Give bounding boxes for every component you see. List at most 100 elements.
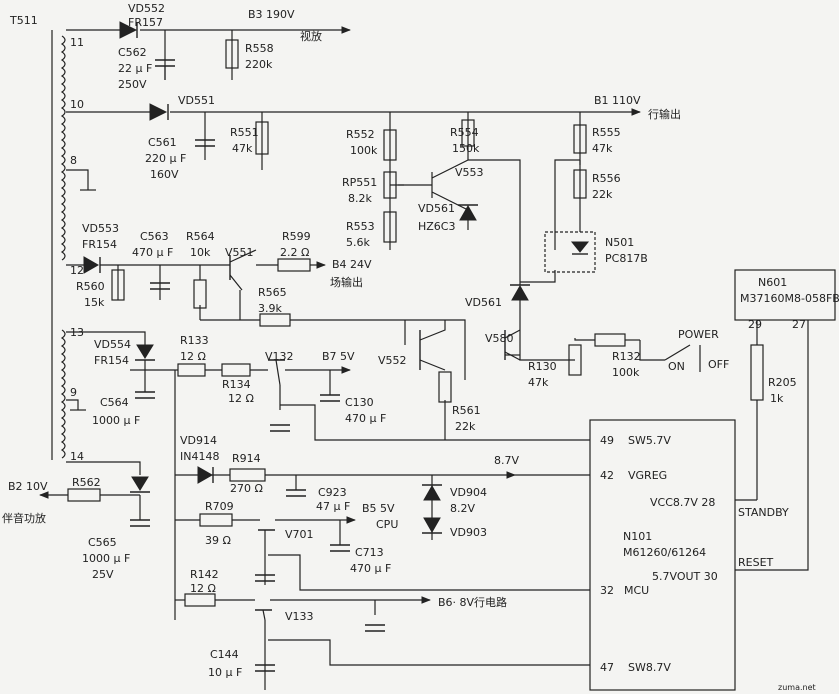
label-v580: V580	[485, 332, 514, 345]
label-sw87: SW8.7V	[628, 661, 671, 674]
label-standby: STANDBY	[738, 506, 789, 519]
label-v551: V551	[225, 246, 254, 259]
label-r560-v: 15k	[84, 296, 105, 309]
label-m37160: M37160M8-058FB	[740, 292, 839, 305]
label-v552: V552	[378, 354, 407, 367]
label-c564: C564	[100, 396, 129, 409]
label-fr154b: FR154	[94, 354, 129, 367]
label-r709-v: 39 Ω	[205, 534, 231, 547]
label-r599-v: 2.2 Ω	[280, 246, 309, 259]
label-shifang: 视放	[300, 29, 322, 43]
label-rp551: RP551	[342, 176, 377, 189]
label-b5: B5 5V	[362, 502, 395, 515]
label-r551-v: 47k	[232, 142, 253, 155]
label-b6: B6· 8V行电路	[438, 596, 507, 609]
label-c130-cap: 470 μ F	[345, 412, 386, 425]
transformer-t511: T511 11 10 8 12 13 9 14	[9, 14, 84, 463]
label-r133: R133	[180, 334, 209, 347]
label-r914: R914	[232, 452, 261, 465]
label-off: OFF	[708, 358, 729, 371]
label-r205: R205	[768, 376, 797, 389]
label-r553: R553	[346, 220, 375, 233]
label-fr154a: FR154	[82, 238, 117, 251]
label-c565-v: 25V	[92, 568, 114, 581]
label-n101: N101	[623, 530, 652, 543]
label-r205-v: 1k	[770, 392, 784, 405]
label-r558-v: 220k	[245, 58, 273, 71]
label-on: ON	[668, 360, 685, 373]
label-c713-cap: 470 μ F	[350, 562, 391, 575]
components	[67, 21, 836, 691]
label-r551: R551	[230, 126, 259, 139]
wiring	[39, 26, 809, 690]
label-r553-v: 5.6k	[346, 236, 370, 249]
label-c130: C130	[345, 396, 374, 409]
label-r134: R134	[222, 378, 251, 391]
label-vd914: VD914	[180, 434, 217, 447]
label-rp551-v: 8.2k	[348, 192, 372, 205]
label-fr157: FR157	[128, 16, 163, 29]
label-c561: C561	[148, 136, 177, 149]
label-cpu: CPU	[376, 518, 398, 531]
label-r565-v: 3.9k	[258, 302, 282, 315]
label-r564-v: 10k	[190, 246, 211, 259]
label-r130: R130	[528, 360, 557, 373]
label-b3: B3 190V	[248, 8, 295, 21]
label-r558: R558	[245, 42, 274, 55]
watermark: zuma.net	[778, 683, 816, 692]
label-mcu: MCU	[624, 584, 649, 597]
label-sw57: SW5.7V	[628, 434, 671, 447]
label-pc817b: PC817B	[605, 252, 648, 265]
label-c563: C563	[140, 230, 169, 243]
label-r561-v: 22k	[455, 420, 476, 433]
label-b1: B1 110V	[594, 94, 641, 107]
label-n501: N501	[605, 236, 634, 249]
pin-11: 11	[70, 36, 84, 49]
label-b7: B7 5V	[322, 350, 355, 363]
label-pin42: 42	[600, 469, 614, 482]
label-vd561b: VD561	[465, 296, 502, 309]
label-c562-v: 250V	[118, 78, 147, 91]
label-in4148: IN4148	[180, 450, 219, 463]
label-vgreg: VGREG	[628, 469, 667, 482]
label-r132-v: 100k	[612, 366, 640, 379]
label-r130-v: 47k	[528, 376, 549, 389]
label-b4: B4 24V	[332, 258, 372, 271]
label-pin27: 27	[792, 318, 806, 331]
label-r142: R142	[190, 568, 219, 581]
label-banyin: 伴音功放	[2, 511, 46, 525]
pin-10: 10	[70, 98, 84, 111]
label-r914-v: 270 Ω	[230, 482, 263, 495]
label-pin30: 5.7VOUT 30	[652, 570, 718, 583]
label-c562-cap: 22 μ F	[118, 62, 152, 75]
label-r562: R562	[72, 476, 101, 489]
transformer-name: T511	[9, 14, 38, 27]
label-r554: R554	[450, 126, 479, 139]
label-c561-cap: 220 μ F	[145, 152, 186, 165]
pin-8: 8	[70, 154, 77, 167]
label-r555: R555	[592, 126, 621, 139]
label-m61260: M61260/61264	[623, 546, 706, 559]
label-c144-cap: 10 μ F	[208, 666, 242, 679]
label-r556-v: 22k	[592, 188, 613, 201]
label-c564-cap: 1000 μ F	[92, 414, 140, 427]
label-c565-cap: 1000 μ F	[82, 552, 130, 565]
label-c923: C923	[318, 486, 347, 499]
label-reset: RESET	[738, 556, 774, 569]
label-r132: R132	[612, 350, 641, 363]
label-r555-v: 47k	[592, 142, 613, 155]
label-r560: R560	[76, 280, 105, 293]
label-v132: V132	[265, 350, 294, 363]
label-r599: R599	[282, 230, 311, 243]
label-r552: R552	[346, 128, 375, 141]
label-vd904: VD904	[450, 486, 487, 499]
label-r561: R561	[452, 404, 481, 417]
label-power: POWER	[678, 328, 719, 341]
label-c561-v: 160V	[150, 168, 179, 181]
label-hz6c3: HZ6C3	[418, 220, 456, 233]
label-pin32: 32	[600, 584, 614, 597]
label-n601: N601	[758, 276, 787, 289]
pin-12: 12	[70, 264, 84, 277]
label-c565: C565	[88, 536, 117, 549]
